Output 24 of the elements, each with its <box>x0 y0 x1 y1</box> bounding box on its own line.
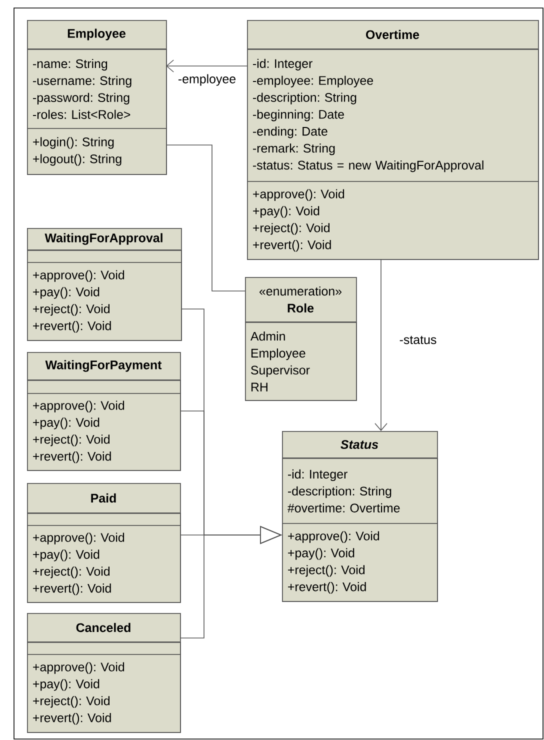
class-name: WaitingForPayment <box>45 360 162 372</box>
class-compartment: +approve(): Void +pay(): Void +reject(): Void +revert(): Void <box>247 181 539 260</box>
class-name: Canceled <box>76 622 130 632</box>
class-compartment <box>27 250 182 263</box>
class-compartment: -id: Integer -description: String #overtime: Overtime <box>282 458 438 524</box>
class-name: Employee <box>68 28 126 40</box>
edge-label: -employee <box>176 73 238 87</box>
class-compartment: -id: Integer -employee: Employee -description: String -beginning: Date -ending: Date -remark: String -status: Status = new WaitingForApproval <box>247 49 539 182</box>
class-compartment: +approve(): Void +pay(): Void +reject(): Void +revert(): Void <box>282 523 438 602</box>
class-name: «enumeration» Role <box>259 286 342 313</box>
class-name: Status <box>340 440 378 449</box>
class-compartment: -name: String -username: String -password: String -roles: List<Role> <box>27 49 167 129</box>
association-arrow <box>166 60 248 72</box>
class-compartment <box>27 642 181 655</box>
class-name: Paid <box>91 493 116 503</box>
association-line <box>166 144 246 292</box>
class-name: Overtime <box>366 30 420 40</box>
class-compartment: Admin Employee Supervisor RH <box>245 322 357 401</box>
class-compartment: +login(): String +logout(): String <box>27 128 167 175</box>
class-name: WaitingForApproval <box>44 233 162 245</box>
class-compartment <box>27 513 181 526</box>
class-compartment <box>27 380 181 394</box>
edge-label: -status <box>398 334 438 346</box>
association-arrow <box>374 258 388 431</box>
